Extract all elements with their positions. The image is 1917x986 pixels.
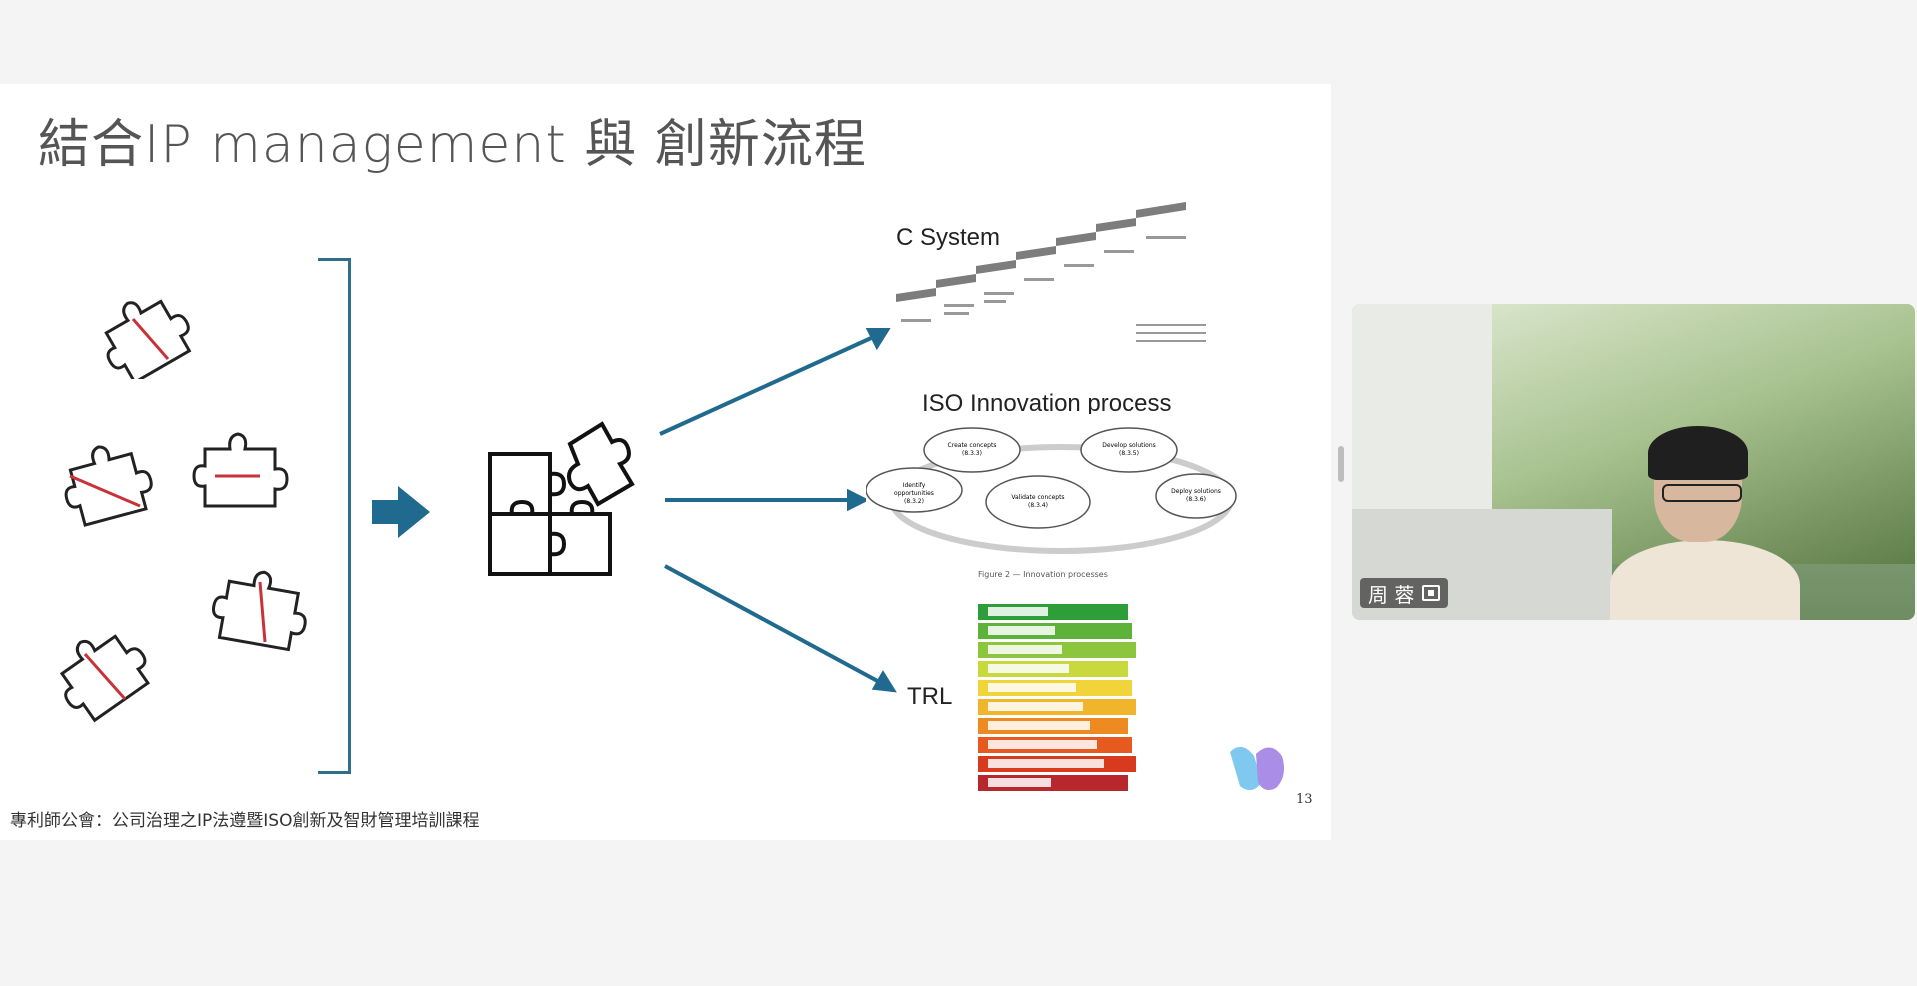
trl-level-bar (978, 756, 1136, 772)
slide-page-number: 13 (1296, 792, 1313, 807)
assembled-puzzle-icon (488, 421, 635, 576)
participant-name: 周 蓉 (1368, 582, 1415, 607)
trl-level-bar (978, 699, 1136, 715)
participant-figure (1662, 484, 1742, 502)
c-system-label: C System (896, 224, 1001, 251)
arrow-right-icon (372, 486, 430, 538)
participant-name-badge: 周 蓉 (1360, 578, 1449, 608)
trl-scale-diagram (968, 594, 1148, 794)
trl-label: TRL (907, 683, 953, 710)
trl-level-text (988, 626, 1055, 635)
participant-figure (1648, 426, 1748, 480)
iso-innovation-label: ISO Innovation process (922, 390, 1172, 417)
iso-node: Deploy solutions (8.3.6) (1171, 488, 1221, 503)
slide-title: 結合IP management 與 創新流程 (38, 115, 867, 175)
trl-level-bar (978, 604, 1128, 620)
presentation-slide: 結合IP management 與 創新流程 (0, 84, 1331, 840)
meeting-app-logo-icon (1230, 746, 1284, 791)
iso-innovation-diagram: Create concepts (8.3.3) Develop solution… (866, 414, 1246, 564)
trl-level-bar (978, 661, 1128, 677)
trl-level-bar (978, 775, 1128, 791)
trl-level-bar (978, 737, 1132, 753)
puzzle-piece-icon (210, 562, 315, 657)
trl-level-text (988, 721, 1090, 730)
trl-level-text (988, 778, 1051, 787)
c-system-diagram (896, 184, 1236, 354)
trl-level-text (988, 740, 1097, 749)
arrows-group (659, 328, 897, 693)
puzzle-piece-icon (60, 436, 155, 536)
panel-resize-handle[interactable] (1338, 446, 1344, 482)
iso-node: Identify opportunities (8.3.2) (894, 482, 934, 505)
participant-video-tile[interactable]: 周 蓉 (1352, 304, 1915, 620)
trl-level-text (988, 645, 1062, 654)
trl-level-bar (978, 718, 1128, 734)
grouping-bracket (318, 258, 351, 774)
iso-node: Validate concepts (8.3.4) (1011, 494, 1065, 509)
iso-figure-caption: Figure 2 — Innovation processes (978, 570, 1108, 579)
iso-node: Create concepts (8.3.3) (947, 442, 997, 457)
slide-footer: 專利師公會：公司治理之IP法遵暨ISO創新及智財管理培訓課程 (10, 811, 480, 831)
trl-level-bar (978, 623, 1132, 639)
trl-level-bar (978, 642, 1136, 658)
trl-level-text (988, 607, 1048, 616)
puzzle-piece-icon (190, 424, 295, 514)
trl-level-bar (978, 680, 1132, 696)
trl-level-text (988, 759, 1104, 768)
participant-figure (1610, 540, 1800, 620)
trl-level-text (988, 702, 1083, 711)
puzzle-piece-icon (55, 624, 155, 724)
screen-share-icon (1422, 585, 1441, 601)
puzzle-piece-icon (98, 289, 193, 379)
trl-level-text (988, 664, 1069, 673)
trl-level-text (988, 683, 1076, 692)
iso-node: Develop solutions (8.3.5) (1102, 442, 1156, 457)
